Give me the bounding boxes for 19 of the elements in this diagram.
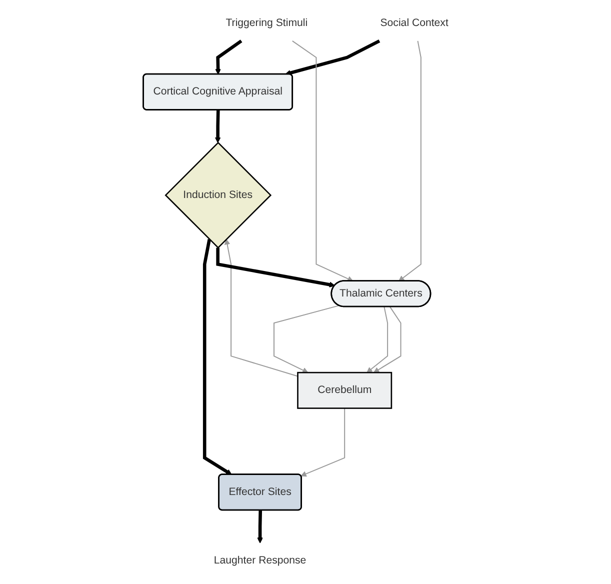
arrow xyxy=(202,238,232,475)
node-text: Triggering Stimuli xyxy=(225,17,308,28)
arrow xyxy=(398,40,422,282)
node-box xyxy=(296,372,392,409)
node-text: Social Context xyxy=(380,17,448,28)
arrow xyxy=(300,408,345,477)
arrow xyxy=(284,40,380,76)
arrow xyxy=(373,306,401,373)
arrow xyxy=(256,510,263,544)
arrow xyxy=(292,40,353,282)
flowchart-drawing: Triggering Stimuli Social Context Cortical Cognitive Appraisal Induction Sites Effector Sites Thalamic Centers Cerebellum Laughter Response xyxy=(138,0,474,584)
node-text: Laughter Response xyxy=(214,554,306,566)
arrow xyxy=(366,306,388,373)
arrow xyxy=(214,40,242,75)
arrow xyxy=(224,239,298,377)
arrow xyxy=(214,110,220,143)
node-diamond xyxy=(164,142,272,249)
arrow xyxy=(216,248,335,288)
arrow xyxy=(273,305,340,373)
